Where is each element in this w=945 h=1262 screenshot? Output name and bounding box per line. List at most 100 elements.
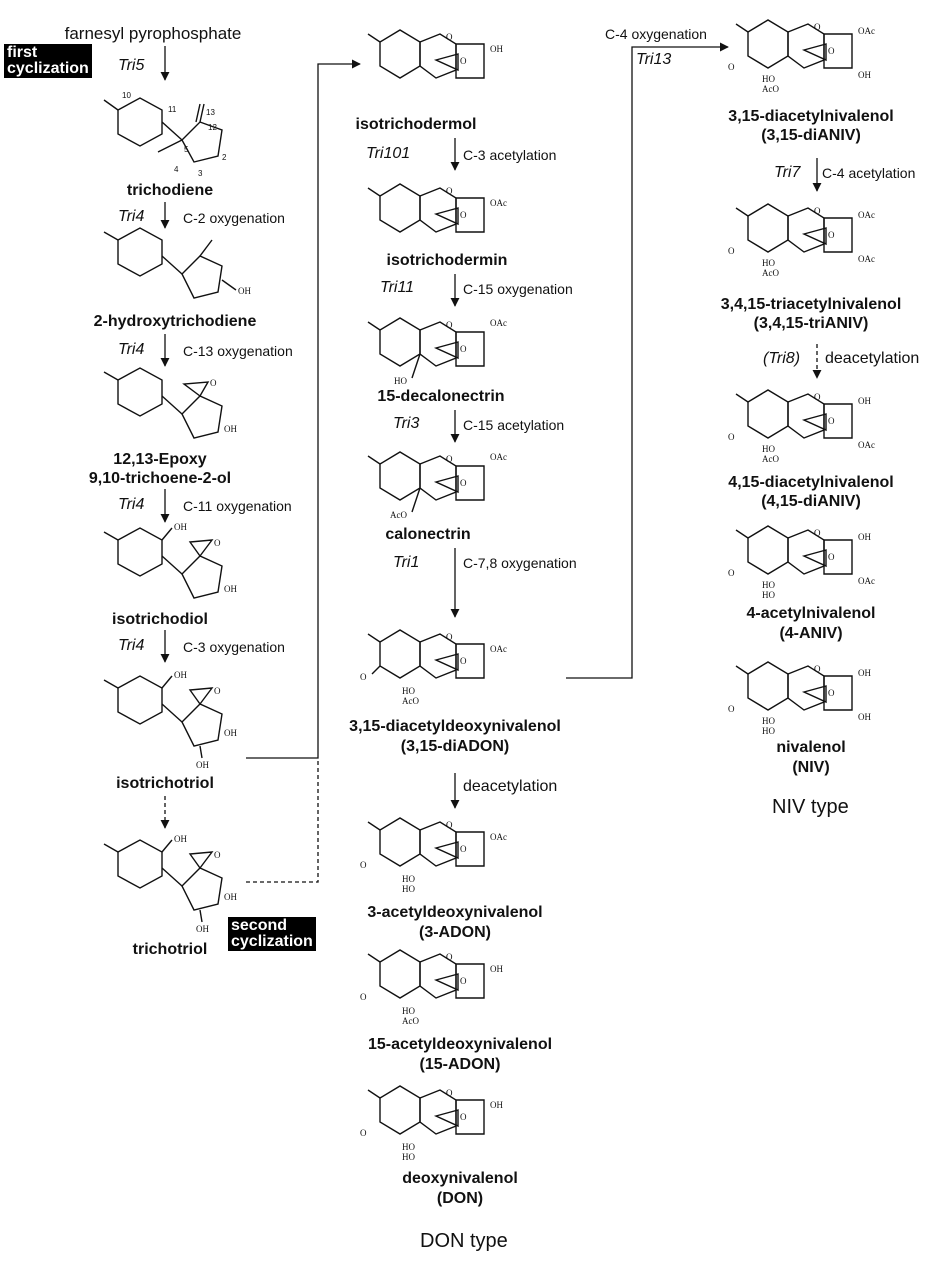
svg-text:O: O — [828, 230, 835, 240]
structure-4-15-dianiv: O HO AcO O O OH OAc — [728, 390, 875, 464]
svg-text:O: O — [210, 378, 217, 388]
svg-text:O: O — [360, 860, 367, 870]
structure-nivalenol: O HO HO O O OH OH — [728, 662, 871, 736]
svg-text:12: 12 — [208, 123, 217, 132]
svg-text:O: O — [460, 1112, 467, 1122]
svg-text:OH: OH — [224, 424, 237, 434]
svg-text:O: O — [728, 62, 735, 72]
svg-text:AcO: AcO — [402, 696, 419, 706]
svg-text:O: O — [446, 320, 453, 330]
structure-calonectrin: AcO O O OAc — [368, 452, 507, 520]
structure-15-adon: O HO AcO O O OH — [360, 950, 503, 1026]
structure-3-adon: O HO HO O O OAc — [360, 818, 507, 894]
svg-text:OH: OH — [858, 70, 871, 80]
svg-text:3: 3 — [198, 169, 203, 178]
svg-text:AcO: AcO — [762, 454, 779, 464]
svg-text:OH: OH — [224, 728, 237, 738]
svg-text:HO: HO — [762, 726, 775, 736]
svg-text:O: O — [814, 392, 821, 402]
svg-text:5: 5 — [184, 145, 189, 154]
structure-deoxynivalenol: O HO HO O O OH — [360, 1086, 503, 1162]
svg-text:OH: OH — [174, 670, 187, 680]
svg-text:HO: HO — [762, 716, 775, 726]
svg-text:OH: OH — [490, 1100, 503, 1110]
connector-isotrichotriol-to-isotrichodermol — [246, 64, 360, 758]
svg-text:OH: OH — [858, 712, 871, 722]
svg-text:OH: OH — [174, 834, 187, 844]
svg-text:O: O — [460, 56, 467, 66]
svg-text:HO: HO — [402, 874, 415, 884]
svg-text:13: 13 — [206, 108, 215, 117]
svg-text:OH: OH — [224, 892, 237, 902]
svg-text:O: O — [460, 210, 467, 220]
svg-text:4: 4 — [174, 165, 179, 174]
svg-text:O: O — [214, 850, 221, 860]
svg-text:HO: HO — [762, 444, 775, 454]
svg-text:O: O — [460, 976, 467, 986]
structure-isotrichodermol: O O OH — [368, 30, 503, 78]
svg-text:O: O — [446, 186, 453, 196]
svg-text:O: O — [460, 478, 467, 488]
structure-isotrichodiol: OH O OH — [104, 522, 237, 598]
svg-text:OH: OH — [196, 924, 209, 934]
svg-text:HO: HO — [402, 884, 415, 894]
connector-diadon-to-dianiv — [566, 47, 728, 678]
svg-text:OH: OH — [224, 584, 237, 594]
structure-3-15-diadon: O HO AcO O O OAc — [360, 630, 507, 706]
svg-text:OAc: OAc — [490, 318, 507, 328]
svg-text:OAc: OAc — [490, 452, 507, 462]
svg-text:AcO: AcO — [402, 1016, 419, 1026]
svg-text:O: O — [728, 704, 735, 714]
svg-text:AcO: AcO — [762, 268, 779, 278]
svg-text:OAc: OAc — [858, 254, 875, 264]
svg-text:O: O — [360, 1128, 367, 1138]
svg-text:OH: OH — [196, 760, 209, 770]
structure-4-acetylnivalenol: O HO HO O O OH OAc — [728, 526, 875, 600]
svg-text:OH: OH — [858, 396, 871, 406]
structure-3-15-dianiv: O HO AcO O O OAc OH — [728, 20, 875, 94]
svg-text:HO: HO — [402, 1006, 415, 1016]
svg-text:HO: HO — [394, 376, 407, 386]
structure-trichotriol: OH O OH OH — [104, 834, 237, 934]
svg-text:OAc: OAc — [858, 210, 875, 220]
svg-text:OH: OH — [490, 964, 503, 974]
svg-text:OH: OH — [858, 668, 871, 678]
svg-text:O: O — [446, 1088, 453, 1098]
svg-text:O: O — [214, 686, 221, 696]
svg-text:OAc: OAc — [490, 832, 507, 842]
svg-text:OH: OH — [490, 44, 503, 54]
svg-text:O: O — [728, 568, 735, 578]
svg-text:O: O — [828, 46, 835, 56]
svg-text:OAc: OAc — [490, 198, 507, 208]
svg-text:OH: OH — [238, 286, 251, 296]
svg-text:O: O — [814, 22, 821, 32]
svg-text:O: O — [360, 992, 367, 1002]
svg-text:O: O — [446, 32, 453, 42]
svg-text:O: O — [728, 246, 735, 256]
structure-isotrichodermin: O O OAc — [368, 184, 507, 232]
svg-text:OAc: OAc — [858, 576, 875, 586]
svg-text:HO: HO — [402, 686, 415, 696]
svg-text:AcO: AcO — [762, 84, 779, 94]
svg-text:O: O — [814, 664, 821, 674]
svg-text:HO: HO — [762, 590, 775, 600]
svg-text:HO: HO — [762, 74, 775, 84]
svg-text:O: O — [828, 552, 835, 562]
svg-text:10: 10 — [122, 91, 131, 100]
svg-text:HO: HO — [762, 580, 775, 590]
svg-text:AcO: AcO — [390, 510, 407, 520]
structure-trichodiene: 1011 1312 52 34 — [104, 91, 227, 178]
svg-text:2: 2 — [222, 153, 227, 162]
svg-text:O: O — [446, 632, 453, 642]
svg-text:O: O — [728, 432, 735, 442]
svg-text:O: O — [460, 656, 467, 666]
structure-epoxy-trichoene: O OH — [104, 368, 237, 438]
svg-text:O: O — [446, 820, 453, 830]
svg-text:HO: HO — [762, 258, 775, 268]
structure-isotrichotriol: OH O OH OH — [104, 670, 237, 770]
svg-text:O: O — [828, 688, 835, 698]
svg-text:O: O — [460, 344, 467, 354]
svg-text:O: O — [828, 416, 835, 426]
svg-text:OAc: OAc — [490, 644, 507, 654]
svg-text:HO: HO — [402, 1142, 415, 1152]
